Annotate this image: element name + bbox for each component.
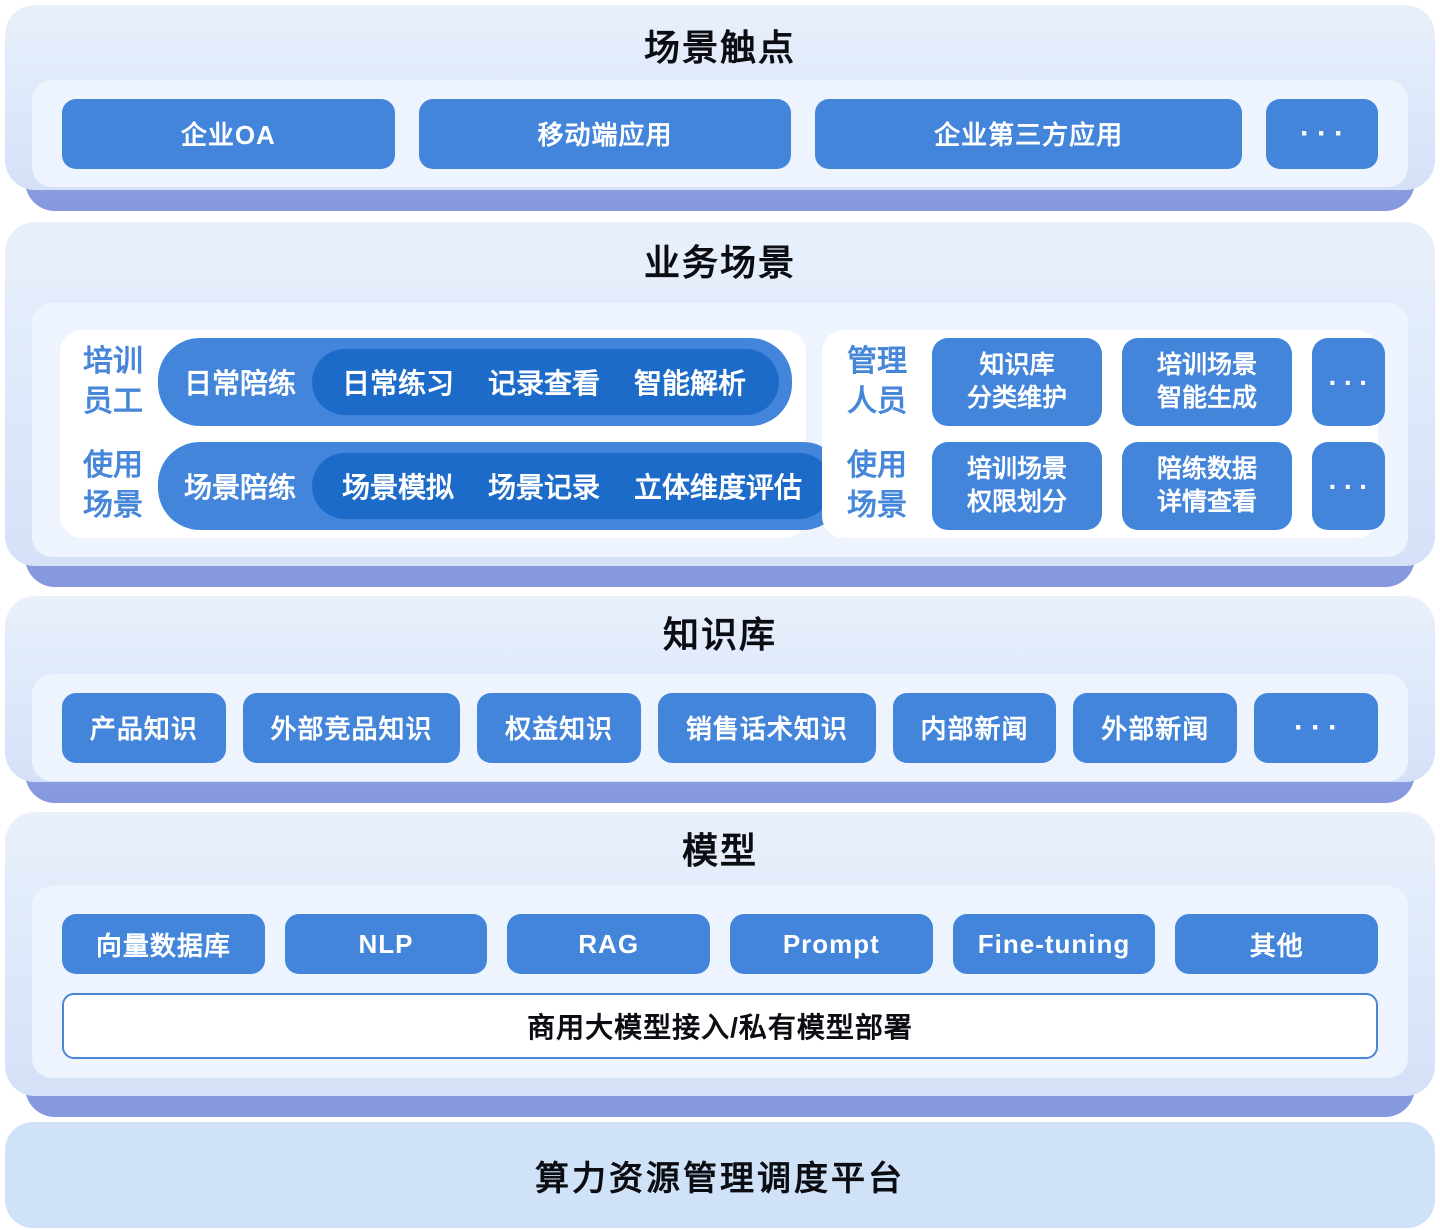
section-body: 知识库 产品知识 外部竞品知识 权益知识 销售话术知识 内部新闻 外部新闻 ··… — [5, 596, 1435, 782]
role-line: 管理 — [847, 345, 907, 378]
block-line: 权限划分 — [966, 488, 1067, 516]
block-line: 陪练数据 — [1156, 455, 1257, 483]
knowledge-ellipsis: ··· — [1254, 692, 1379, 763]
role-line: 培训 — [83, 345, 143, 378]
model-vector-db: 向量数据库 — [62, 914, 265, 974]
block-line: 智能生成 — [1156, 384, 1257, 412]
admin-buttons: 知识库 分类维护 培训场景 智能生成 ··· — [932, 338, 1385, 426]
role-line: 使用 — [847, 449, 907, 482]
scene-practice-pill: 场景陪练 场景模拟 场景记录 立体维度评估 — [158, 442, 846, 530]
scene-permission-block: 培训场景 权限划分 — [932, 442, 1102, 530]
block-line: 知识库 — [979, 351, 1055, 379]
pill-label: 日常陪练 — [184, 368, 297, 399]
touchpoints-panel: 企业OA 移动端应用 企业第三方应用 ··· — [32, 80, 1408, 187]
trainee-scenes-card: 培训 员工 日常陪练 日常练习 记录查看 智能解析 使用 — [60, 330, 846, 538]
detail-item: 记录查看 — [488, 368, 601, 399]
model-nlp: NLP — [284, 914, 488, 974]
section-title-business: 业务场景 — [643, 242, 796, 283]
block-line: 培训场景 — [966, 455, 1067, 483]
detail-item: 日常练习 — [342, 368, 455, 399]
admin-row-ellipsis: ··· — [1312, 338, 1385, 426]
model-other: 其他 — [1175, 914, 1379, 974]
role-label-admin-usage: 使用 场景 — [836, 446, 918, 526]
business-panel: 培训 员工 日常陪练 日常练习 记录查看 智能解析 使用 — [32, 303, 1408, 557]
model-rag: RAG — [507, 914, 711, 974]
section-knowledge-base: 知识库 产品知识 外部竞品知识 权益知识 销售话术知识 内部新闻 外部新闻 ··… — [5, 596, 1435, 803]
section-compute-platform: 算力资源管理调度平台 — [5, 1122, 1435, 1228]
knowledge-internal-news: 内部新闻 — [892, 692, 1057, 763]
role-label-trainee: 培训 员工 — [74, 342, 152, 422]
kb-category-maintenance-block: 知识库 分类维护 — [932, 338, 1102, 426]
section-business-scenes: 业务场景 培训 员工 日常陪练 日常练习 记录查看 智能解析 — [5, 222, 1435, 587]
admin-usage-row-ellipsis: ··· — [1312, 442, 1385, 530]
daily-practice-row: 培训 员工 日常陪练 日常练习 记录查看 智能解析 — [74, 338, 792, 426]
section-body: 业务场景 培训 员工 日常陪练 日常练习 记录查看 智能解析 — [5, 222, 1435, 566]
touchpoint-third-party-app: 企业第三方应用 — [815, 98, 1243, 169]
model-buttons-row: 向量数据库 NLP RAG Prompt Fine-tuning 其他 — [62, 914, 1379, 974]
model-prompt: Prompt — [730, 914, 933, 974]
role-label-usage-scene: 使用 场景 — [74, 446, 152, 526]
role-line: 员工 — [83, 385, 143, 418]
admin-usage-buttons: 培训场景 权限划分 陪练数据 详情查看 ··· — [932, 442, 1385, 530]
section-body: 场景触点 企业OA 移动端应用 企业第三方应用 ··· — [5, 5, 1435, 190]
section-title-model: 模型 — [681, 830, 758, 871]
knowledge-external-news: 外部新闻 — [1073, 692, 1238, 763]
knowledge-sales-script: 销售话术知识 — [658, 692, 876, 763]
admin-scenes-card: 管理 人员 知识库 分类维护 培训场景 智能生成 ··· — [822, 330, 1385, 538]
scene-practice-details: 场景模拟 场景记录 立体维度评估 — [312, 453, 833, 519]
role-line: 人员 — [847, 385, 907, 418]
training-scene-generation-block: 培训场景 智能生成 — [1122, 338, 1292, 426]
knowledge-competitor: 外部竞品知识 — [242, 692, 461, 763]
model-access-bar: 商用大模型接入/私有模型部署 — [62, 993, 1378, 1059]
role-line: 场景 — [847, 489, 907, 522]
practice-data-detail-block: 陪练数据 详情查看 — [1122, 442, 1292, 530]
role-line: 使用 — [83, 449, 143, 482]
detail-item: 立体维度评估 — [634, 472, 803, 503]
detail-item: 智能解析 — [634, 368, 747, 399]
role-line: 场景 — [83, 489, 143, 522]
section-title-touchpoints: 场景触点 — [643, 27, 796, 68]
knowledge-benefits: 权益知识 — [477, 692, 642, 763]
daily-practice-pill: 日常陪练 日常练习 记录查看 智能解析 — [158, 338, 792, 426]
model-panel: 向量数据库 NLP RAG Prompt Fine-tuning 其他 商用大模… — [32, 886, 1408, 1078]
block-line: 培训场景 — [1156, 351, 1257, 379]
model-fine-tuning: Fine-tuning — [952, 914, 1156, 974]
admin-row: 管理 人员 知识库 分类维护 培训场景 智能生成 ··· — [836, 338, 1385, 426]
section-body: 模型 向量数据库 NLP RAG Prompt Fine-tuning 其他 商… — [5, 812, 1435, 1096]
pill-label: 场景陪练 — [184, 472, 297, 503]
knowledge-product: 产品知识 — [62, 692, 226, 763]
scene-practice-row: 使用 场景 场景陪练 场景模拟 场景记录 立体维度评估 — [74, 442, 846, 530]
knowledge-panel: 产品知识 外部竞品知识 权益知识 销售话术知识 内部新闻 外部新闻 ··· — [32, 674, 1408, 781]
daily-practice-details: 日常练习 记录查看 智能解析 — [312, 349, 779, 415]
platform-title: 算力资源管理调度平台 — [535, 1159, 905, 1198]
block-line: 分类维护 — [966, 384, 1067, 412]
section-model: 模型 向量数据库 NLP RAG Prompt Fine-tuning 其他 商… — [5, 812, 1435, 1117]
role-label-admin: 管理 人员 — [836, 342, 918, 422]
touchpoint-enterprise-oa: 企业OA — [62, 98, 395, 169]
touchpoint-mobile-app: 移动端应用 — [418, 98, 792, 169]
section-touchpoints: 场景触点 企业OA 移动端应用 企业第三方应用 ··· — [5, 5, 1435, 211]
touchpoints-ellipsis: ··· — [1266, 98, 1379, 169]
detail-item: 场景记录 — [488, 472, 601, 503]
detail-item: 场景模拟 — [342, 472, 455, 503]
section-title-knowledge: 知识库 — [662, 614, 777, 655]
block-line: 详情查看 — [1156, 488, 1257, 516]
admin-usage-row: 使用 场景 培训场景 权限划分 陪练数据 详情查看 ··· — [836, 442, 1385, 530]
